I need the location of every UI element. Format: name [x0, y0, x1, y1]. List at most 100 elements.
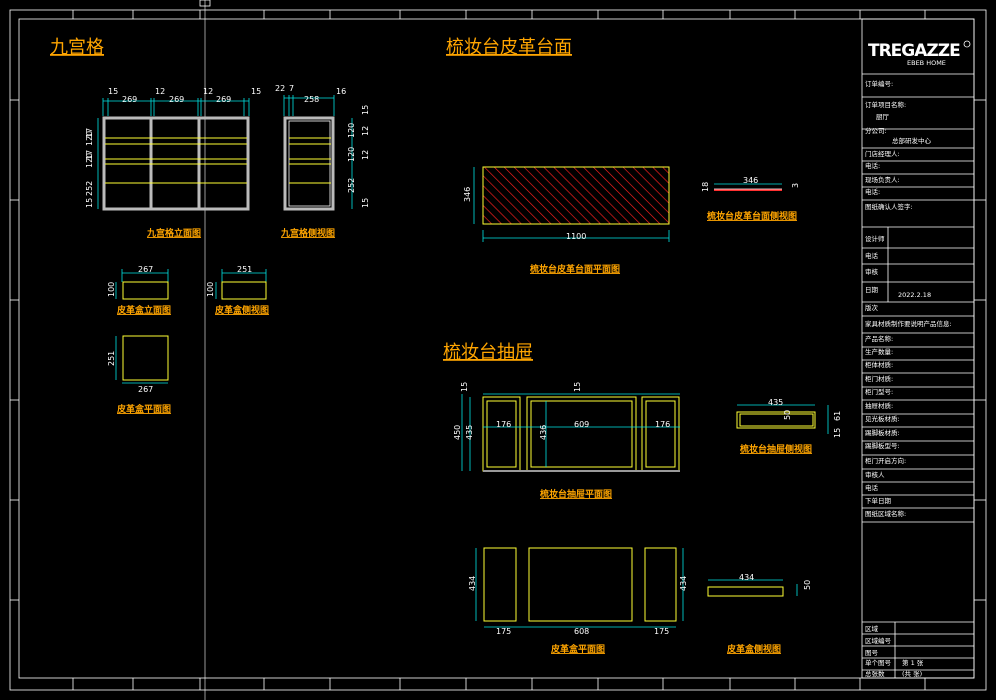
svg-text:435: 435: [768, 398, 783, 407]
title-block-row: 厨厅: [876, 113, 890, 121]
title-block-bottom-cell: 区域编号: [865, 636, 892, 645]
caption-box2-side: 皮革盒侧视图: [726, 643, 781, 655]
caption-grid-elevation: 九宫格立面图: [146, 227, 201, 239]
title-block-row: 见光板材质:: [865, 414, 900, 423]
title-block-row: 产品名称:: [865, 334, 893, 343]
grid-left-dims: 17 120 17 120 252 15: [85, 118, 99, 209]
leather-top-plan: 346 1100: [463, 166, 670, 242]
title-block-row: 订单项目名称:: [865, 100, 906, 109]
svg-text:251: 251: [107, 351, 116, 366]
outer-frame: [9, 9, 987, 691]
grid-top-dims: 15 269 12 269 12 269 15: [102, 87, 261, 116]
svg-text:15: 15: [460, 382, 469, 392]
title-block-row: 抽屉材质:: [865, 401, 893, 410]
title-block-row: 电话:: [865, 187, 880, 196]
svg-text:258: 258: [304, 95, 319, 104]
title-block-row: 下单日期: [865, 496, 892, 505]
title-block-row: 审核人: [865, 470, 885, 479]
svg-text:100: 100: [206, 282, 215, 297]
svg-text:15: 15: [251, 87, 261, 96]
leather-top-side: 346 18 3: [701, 176, 800, 192]
caption-box-elevation: 皮革盒立面图: [116, 304, 171, 316]
caption-drawer-plan: 梳妆台抽屉平面图: [539, 488, 612, 500]
caption-grid-side: 九宫格侧视图: [280, 227, 335, 239]
brand-logo-sub: EBEB HOME: [907, 59, 946, 67]
svg-text:1100: 1100: [566, 232, 586, 241]
title-block-bottom-cell: 图号: [865, 649, 879, 657]
svg-text:15: 15: [108, 87, 118, 96]
svg-text:61: 61: [833, 411, 842, 421]
svg-text:12: 12: [203, 87, 213, 96]
section-title-leather-top: 梳妆台皮革台面: [446, 37, 572, 58]
title-block-row: 踢脚板型号:: [865, 441, 900, 450]
title-block-row: 分公司:: [865, 126, 887, 135]
svg-text:17: 17: [85, 128, 94, 138]
svg-text:450: 450: [453, 425, 462, 440]
svg-text:50: 50: [783, 410, 792, 420]
title-block-row: 电话:: [865, 161, 880, 170]
title-block-row: 电话: [865, 251, 879, 260]
svg-text:3: 3: [791, 183, 800, 188]
svg-text:120: 120: [347, 123, 356, 138]
drawer-plan: 15 15 176 609 176 450 435 436: [453, 382, 680, 472]
svg-text:269: 269: [216, 95, 231, 104]
svg-text:15: 15: [361, 198, 370, 208]
svg-text:267: 267: [138, 265, 153, 274]
svg-text:120: 120: [85, 153, 94, 168]
title-block-row: 总部研发中心: [892, 136, 932, 145]
section-title-grid: 九宫格: [50, 37, 104, 58]
title-block-row: 柜门材质:: [865, 374, 893, 383]
svg-text:269: 269: [122, 95, 137, 104]
svg-text:12: 12: [361, 150, 370, 160]
box-elevation-drawing: 267 100: [107, 265, 169, 300]
grid-side-dims: 22 7 258 16: [275, 84, 346, 116]
svg-text:175: 175: [654, 627, 669, 636]
svg-text:18: 18: [701, 182, 710, 192]
grid-side-drawing: [283, 116, 335, 211]
title-block-row: 2022.2.18: [898, 291, 931, 299]
svg-text:175: 175: [496, 627, 511, 636]
svg-text:609: 609: [574, 420, 589, 429]
svg-text:176: 176: [496, 420, 511, 429]
svg-text:346: 346: [463, 187, 472, 202]
svg-text:15: 15: [573, 382, 582, 392]
caption-top-side: 梳妆台皮革台面侧视图: [706, 210, 797, 222]
svg-text:15: 15: [833, 428, 842, 438]
svg-text:7: 7: [289, 84, 294, 93]
title-block-bottom-cell: 第 1 张: [902, 658, 924, 667]
title-block-row: 版次: [865, 303, 879, 312]
svg-text:50: 50: [803, 580, 812, 590]
box-side-drawing: 251 100: [206, 265, 267, 300]
svg-text:434: 434: [739, 573, 754, 582]
grid-elevation-drawing: [102, 116, 250, 211]
caption-drawer-side: 梳妆台抽屉侧视图: [739, 443, 812, 455]
grid-side-right-dims: 15 12 120 12 120 252 15: [347, 105, 370, 209]
title-block-row: 电话: [865, 483, 879, 492]
svg-text:12: 12: [361, 126, 370, 136]
svg-text:252: 252: [85, 181, 94, 196]
svg-text:267: 267: [138, 385, 153, 394]
svg-text:15: 15: [85, 198, 94, 208]
title-block-bottom: 区域区域编号图号单个图号第 1 张总张数(共 张): [862, 621, 974, 679]
box2-side: 434 50: [707, 573, 812, 597]
svg-text:22: 22: [275, 84, 285, 93]
svg-text:252: 252: [347, 178, 356, 193]
svg-text:176: 176: [655, 420, 670, 429]
title-block-row: 门店经理人:: [865, 149, 900, 158]
section-title-drawer: 梳妆台抽屉: [443, 342, 533, 363]
title-block-row: 柜门型号:: [865, 387, 893, 396]
svg-text:251: 251: [237, 265, 252, 274]
title-block-row: 订单编号:: [865, 79, 893, 88]
svg-text:436: 436: [539, 425, 548, 440]
box-plan-drawing: 251 267: [107, 335, 169, 394]
brand-logo: TREGAZZE: [868, 41, 960, 61]
svg-text:120: 120: [347, 147, 356, 162]
svg-text:269: 269: [169, 95, 184, 104]
crosshair-box: [199, 0, 211, 7]
svg-text:434: 434: [468, 576, 477, 591]
title-block-row: 家具材质制作要说明产品信息:: [865, 319, 952, 328]
svg-text:17: 17: [85, 150, 94, 160]
title-block-row: 现场负责人:: [865, 175, 900, 184]
